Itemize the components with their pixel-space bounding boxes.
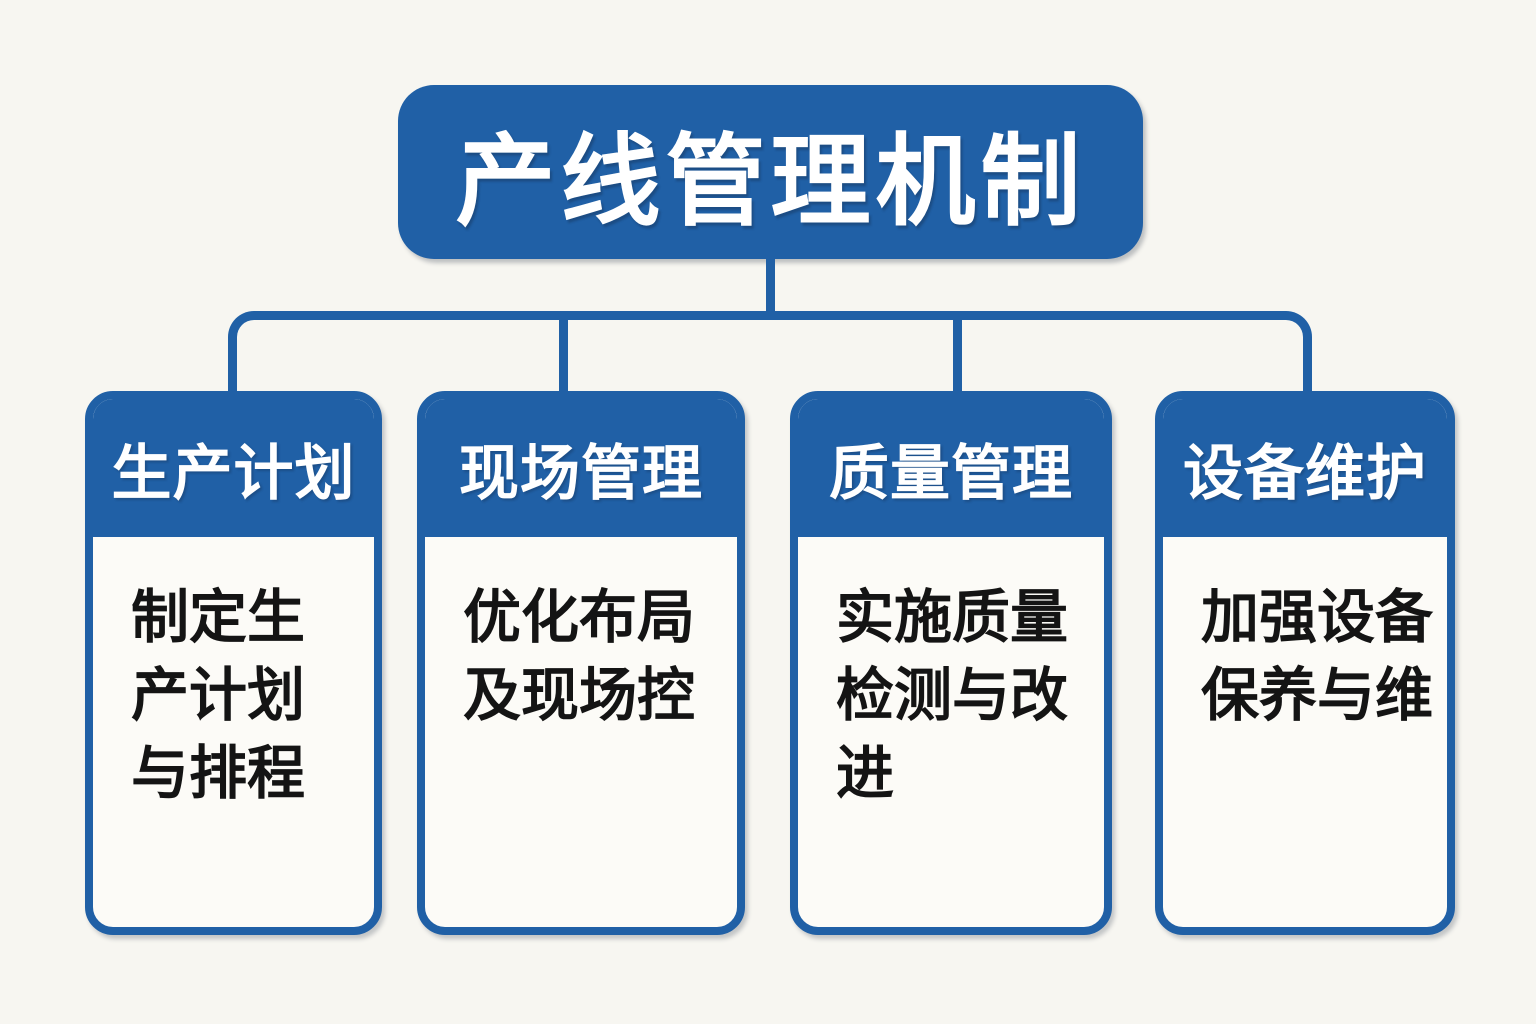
card-site-management: 现场管理 优化布局 及现场控: [417, 391, 745, 935]
root-node-label: 产线管理机制: [455, 125, 1086, 238]
card-production-planning-header: 生产计划: [93, 399, 374, 537]
card-equipment-maintenance-body: 加强设备 保养与维: [1201, 585, 1434, 728]
card-quality-management-body: 实施质量 检测与改 进: [836, 585, 1069, 806]
card-quality-management-title: 质量管理: [829, 439, 1073, 507]
card-site-management-body: 优化布局 及现场控: [463, 585, 696, 728]
card-production-planning-body: 制定生 产计划 与排程: [131, 585, 306, 806]
connector-root-stem: [766, 256, 775, 316]
card-quality-management: 质量管理 实施质量 检测与改 进: [790, 391, 1112, 935]
card-production-planning-title: 生产计划: [111, 439, 356, 507]
connector-bracket: [228, 311, 1312, 395]
card-site-management-header: 现场管理: [425, 399, 737, 537]
connector-drop-3: [953, 311, 962, 395]
card-quality-management-header: 质量管理: [798, 399, 1104, 537]
connector-drop-2: [559, 311, 568, 395]
card-equipment-maintenance-title: 设备维护: [1183, 439, 1427, 507]
card-equipment-maintenance-header: 设备维护: [1163, 399, 1447, 537]
card-site-management-title: 现场管理: [459, 439, 703, 507]
card-production-planning: 生产计划 制定生 产计划 与排程: [85, 391, 382, 935]
card-equipment-maintenance: 设备维护 加强设备 保养与维: [1155, 391, 1455, 935]
root-node: 产线管理机制: [398, 85, 1143, 259]
